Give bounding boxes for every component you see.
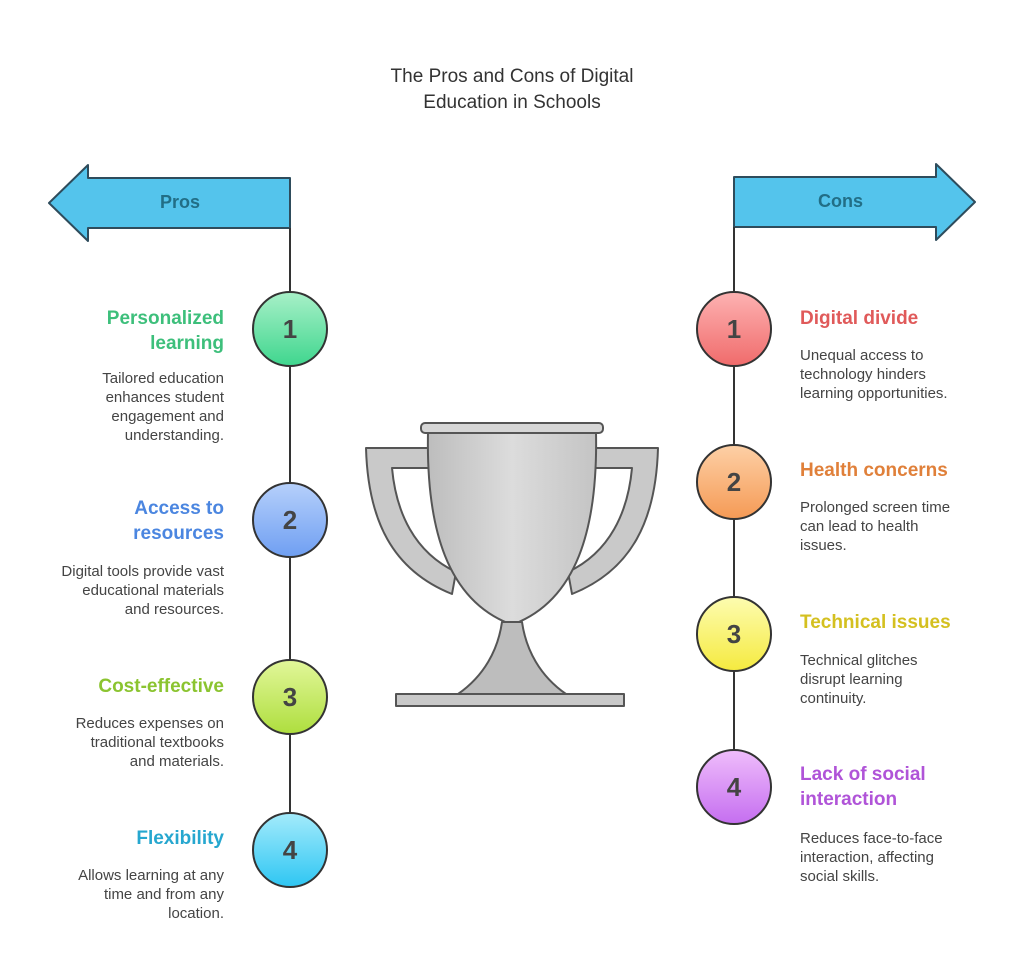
desc-line: traditional textbooks — [90, 734, 224, 751]
desc-line: interaction, affecting — [800, 849, 934, 866]
desc-line: can lead to health — [800, 518, 919, 535]
pros-item-2-description: Digital tools provide vast educational m… — [24, 562, 224, 619]
desc-line: issues. — [800, 537, 847, 554]
pros-item-4-description: Allows learning at any time and from any… — [24, 866, 224, 923]
pros-step-3-number: 3 — [283, 682, 297, 712]
pros-item-2-heading-line-2: resources — [133, 523, 224, 544]
cons-item-2-description: Prolonged screen time can lead to health… — [800, 498, 1010, 555]
cons-item-4-description: Reduces face-to-face interaction, affect… — [800, 829, 1010, 886]
pros-step-4-number: 4 — [283, 835, 298, 865]
cons-step-1-number: 1 — [727, 314, 741, 344]
cons-step-4-marker: 4 — [696, 749, 772, 825]
cons-item-4-heading-line-1: Lack of social — [800, 764, 926, 785]
pros-item-3-heading: Cost-effective — [24, 674, 224, 699]
cons-step-1-marker: 1 — [696, 291, 772, 367]
desc-line: Allows learning at any — [78, 867, 224, 884]
pros-step-2-marker: 2 — [252, 482, 328, 558]
cons-item-3-description: Technical glitches disrupt learning cont… — [800, 651, 1010, 708]
cons-item-3-heading: Technical issues — [800, 610, 1010, 635]
desc-line: Prolonged screen time — [800, 499, 951, 516]
pros-item-3-description: Reduces expenses on traditional textbook… — [24, 714, 224, 771]
cons-step-4-number: 4 — [727, 772, 742, 802]
desc-line: Digital tools provide vast — [61, 563, 224, 580]
desc-line: time and from any — [103, 886, 224, 903]
pros-step-3-marker: 3 — [252, 659, 328, 735]
pros-item-4-heading: Flexibility — [24, 826, 224, 851]
pros-item-1-heading: Personalized learning — [24, 306, 224, 356]
pros-step-1-number: 1 — [283, 314, 297, 344]
trophy-icon — [365, 422, 659, 707]
cons-arrow — [733, 163, 976, 241]
pros-step-4-marker: 4 — [252, 812, 328, 888]
cons-item-1-heading-line-1: Digital divide — [800, 308, 919, 329]
desc-line: Unequal access to — [800, 347, 924, 364]
page-title: The Pros and Cons of Digital Education i… — [312, 64, 712, 116]
cons-item-4-heading-line-2: interaction — [800, 789, 898, 810]
desc-line: location. — [168, 905, 224, 922]
desc-line: and materials. — [129, 753, 224, 770]
desc-line: Tailored education — [102, 370, 224, 387]
cons-step-3-number: 3 — [727, 619, 741, 649]
pros-item-1-heading-line-1: Personalized — [106, 308, 224, 329]
pros-step-2-number: 2 — [283, 505, 297, 535]
desc-line: understanding. — [124, 427, 224, 444]
desc-line: enhances student — [105, 389, 224, 406]
pros-item-2-heading: Access to resources — [24, 496, 224, 546]
desc-line: social skills. — [800, 868, 880, 885]
title-line-1: The Pros and Cons of Digital — [390, 66, 634, 87]
pros-item-2-heading-line-1: Access to — [134, 498, 224, 519]
cons-item-1-description: Unequal access to technology hinders lea… — [800, 346, 1010, 403]
desc-line: educational materials — [82, 582, 224, 599]
cons-step-2-number: 2 — [727, 467, 741, 497]
pros-item-3-heading-line-1: Cost-effective — [98, 676, 224, 697]
desc-line: disrupt learning — [800, 671, 903, 688]
cons-item-3-heading-line-1: Technical issues — [800, 612, 951, 633]
pros-arrow — [48, 164, 291, 242]
desc-line: Reduces face-to-face — [800, 830, 943, 847]
cons-item-2-heading-line-1: Health concerns — [800, 460, 948, 481]
pros-item-1-heading-line-2: learning — [150, 333, 224, 354]
cons-item-2-heading: Health concerns — [800, 458, 1010, 483]
pros-item-4-heading-line-1: Flexibility — [136, 828, 224, 849]
desc-line: engagement and — [111, 408, 224, 425]
desc-line: Reduces expenses on — [75, 715, 224, 732]
desc-line: and resources. — [124, 601, 224, 618]
desc-line: Technical glitches — [800, 652, 918, 669]
cons-item-1-heading: Digital divide — [800, 306, 1010, 331]
pros-step-1-marker: 1 — [252, 291, 328, 367]
cons-step-2-marker: 2 — [696, 444, 772, 520]
cons-label: Cons — [818, 191, 863, 211]
pros-item-1-description: Tailored education enhances student enga… — [24, 369, 224, 445]
desc-line: continuity. — [800, 690, 867, 707]
pros-label: Pros — [160, 192, 201, 212]
desc-line: technology hinders — [800, 366, 926, 383]
title-line-2: Education in Schools — [423, 92, 601, 113]
cons-item-4-heading: Lack of social interaction — [800, 762, 1010, 812]
cons-step-3-marker: 3 — [696, 596, 772, 672]
desc-line: learning opportunities. — [800, 385, 948, 402]
